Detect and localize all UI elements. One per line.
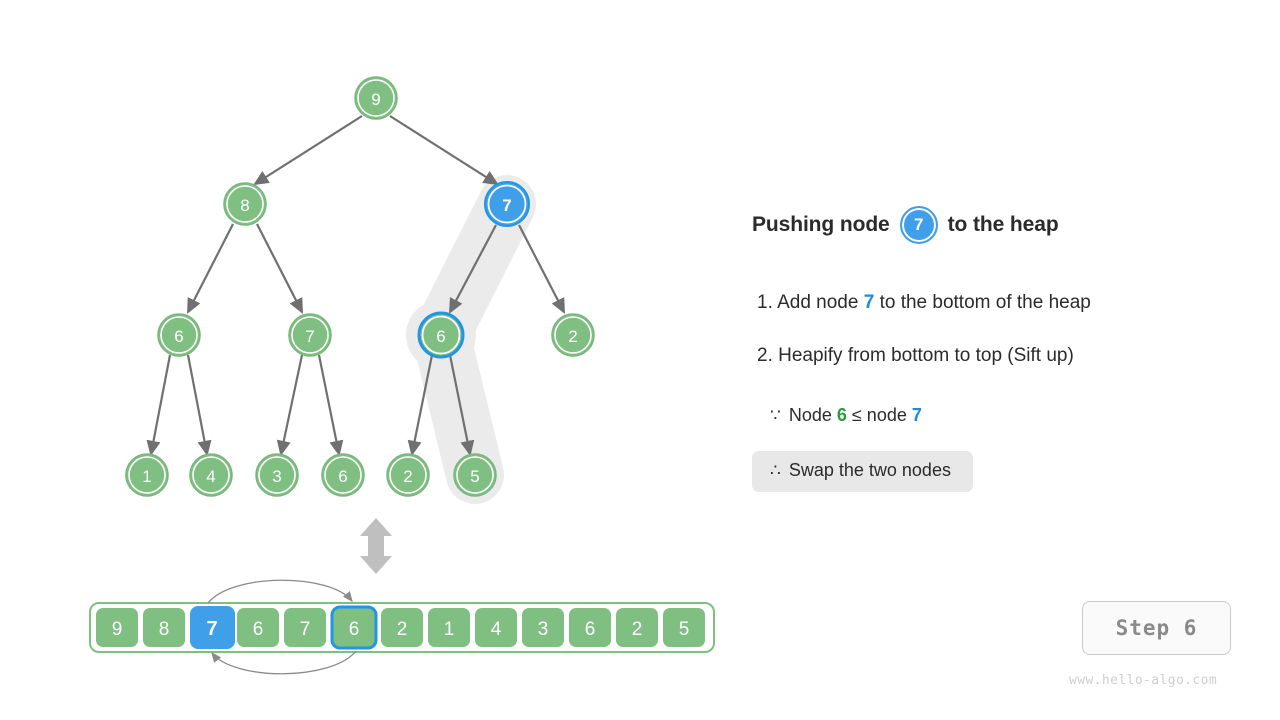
array-cell-value: 5 [679,619,690,640]
array-cell-7[interactable]: 1 [428,608,470,647]
array-cell-11[interactable]: 2 [616,608,658,647]
node-label: 6 [174,327,183,346]
tree-node-8[interactable]: 8 [223,182,267,226]
edge-7-3 [276,354,304,457]
panel-title: Pushing node 7 to the heap [752,205,1252,245]
array-cell-2[interactable]: 7 [190,606,235,649]
because-prefix: Node [788,405,832,425]
array-cell-value: 7 [300,619,311,640]
node-label: 7 [502,196,511,215]
array-cell-value: 9 [112,619,123,640]
watermark: www.hello-algo.com [1069,673,1218,688]
array-container [89,602,715,653]
array-cell-value: 8 [159,619,170,640]
therefore-line: ∴ Swap the two nodes [752,451,973,492]
step-2-text: 2. Heapify from bottom to top (Sift up) [757,345,1074,366]
tree-node-9[interactable]: 9 [354,76,398,120]
tree-edges [146,115,566,457]
tree-node-7-b[interactable]: 7 [288,313,332,357]
step-1-prefix: 1. Add node [757,292,859,313]
edge-9-8 [253,115,363,186]
node-label: 6 [338,467,347,486]
array-cell-value: 2 [397,619,408,640]
node-label: 2 [568,327,577,346]
node-label: 9 [371,90,380,109]
swap-arrow-back [211,650,357,675]
edge-6-4 [186,354,212,457]
panel-title-prefix: Pushing node [752,213,890,236]
edge-7-6b [317,354,344,457]
tree-node-2-a[interactable]: 2 [551,313,595,357]
therefore-symbol: ∴ [770,461,781,480]
swap-arrow-forward [207,579,353,604]
because-symbol: ∵ [770,406,781,425]
because-right-value: 7 [911,405,922,425]
because-middle: ≤ node [851,405,907,425]
tree-array-link-arrow [360,518,392,574]
edge-6-1 [146,354,172,457]
array-cell-4[interactable]: 7 [284,608,326,647]
array-cell-0[interactable]: 9 [96,608,138,647]
step-1-text: 1. Add node 7 to the bottom of the heap [757,292,1091,314]
node-label: 4 [206,467,215,486]
node-label: 1 [142,467,151,486]
therefore-text: Swap the two nodes [788,460,951,480]
edge-6-2 [407,354,434,457]
node-label: 3 [272,467,281,486]
edge-8-6 [186,223,234,314]
array-cell-5[interactable]: 6 [330,605,378,650]
array-cell-value: 6 [585,619,596,640]
node-label: 6 [436,327,445,346]
because-left-value: 6 [836,405,847,425]
array-swap-arrows [207,579,357,675]
array-cells: 9 8 7 6 7 6 2 [96,605,705,650]
tree-node-1[interactable]: 1 [125,453,169,497]
tree-node-7-active[interactable]: 7 [484,181,530,227]
because-line: ∵ Node 6 ≤ node 7 [770,405,922,426]
edge-9-7 [389,115,499,186]
node-label: 7 [305,327,314,346]
node-label: 2 [403,467,412,486]
array-cell-3[interactable]: 6 [237,608,279,647]
array-cell-8[interactable]: 4 [475,608,517,647]
tree-node-6-selected[interactable]: 6 [417,311,465,359]
edge-7-6 [448,224,497,314]
tree-node-6-c[interactable]: 6 [321,453,365,497]
edge-8-7 [256,223,304,314]
edge-6-5 [448,354,475,457]
tree-node-3[interactable]: 3 [255,453,299,497]
panel-title-suffix: to the heap [947,213,1059,236]
step-1-value: 7 [863,292,875,313]
array-cell-value: 2 [632,619,643,640]
array-cell-value: 6 [349,619,360,640]
tree-node-5[interactable]: 5 [453,453,497,497]
tree-node-2-b[interactable]: 2 [386,453,430,497]
step-badge: Step 6 [1082,601,1231,655]
array-cell-value: 4 [491,619,502,640]
array-cell-value: 1 [444,619,455,640]
tree-node-6-a[interactable]: 6 [157,313,201,357]
array-cell-1[interactable]: 8 [143,608,185,647]
array-cell-9[interactable]: 3 [522,608,564,647]
array-cell-10[interactable]: 6 [569,608,611,647]
step-1-tail: to the bottom of the heap [879,292,1091,313]
tree-nodes: 9 8 7 6 [125,76,595,497]
array-cell-12[interactable]: 5 [663,608,705,647]
array-cell-value: 7 [206,618,217,640]
node-label: 5 [470,467,479,486]
tree-node-4[interactable]: 4 [189,453,233,497]
edge-7-2 [518,224,566,314]
explanation-panel: Pushing node 7 to the heap 1. Add node 7… [752,205,1252,492]
array-cell-value: 6 [253,619,264,640]
title-node-chip: 7 [899,206,938,244]
node-label: 8 [240,196,249,215]
array-cell-value: 3 [538,619,549,640]
array-cell-6[interactable]: 2 [381,608,423,647]
